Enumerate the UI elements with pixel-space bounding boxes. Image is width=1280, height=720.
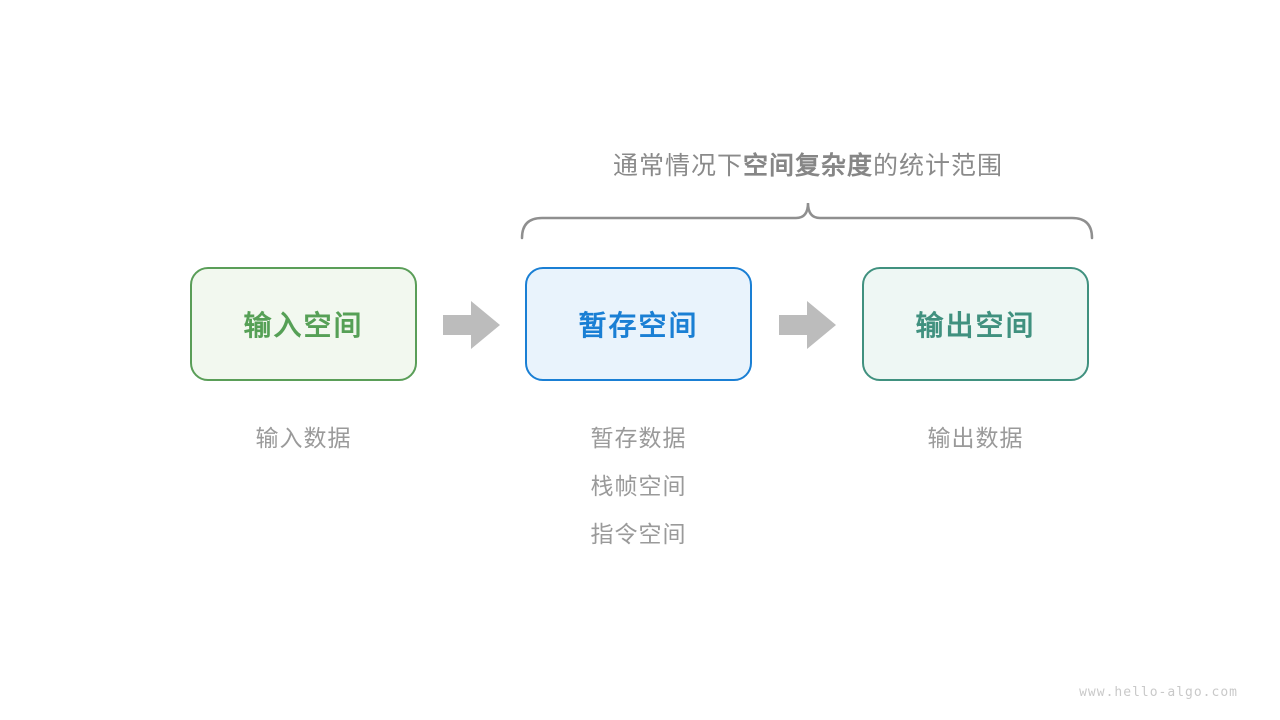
note-line: 输出数据: [927, 426, 1024, 452]
curly-brace-path: [520, 202, 1094, 240]
title-bold-term: 空间复杂度: [742, 151, 873, 180]
box-input-space: 输入空间: [190, 267, 417, 381]
box-input-space-label: 输入空间: [243, 309, 364, 342]
title-suffix: 的统计范围: [873, 151, 1004, 180]
note-line: 指令空间: [590, 522, 687, 548]
box-output-space-label: 输出空间: [915, 309, 1036, 342]
watermark: www.hello-algo.com: [1079, 685, 1238, 700]
title-prefix: 通常情况下: [612, 151, 743, 180]
box-output-space: 输出空间: [862, 267, 1089, 381]
arrow-right-shape: [443, 301, 500, 349]
arrow-right-icon: [779, 301, 836, 349]
note-line: 暂存数据: [590, 426, 687, 452]
diagram-title: 通常情况下空间复杂度的统计范围: [520, 146, 1096, 182]
note-line: 输入数据: [255, 426, 352, 452]
note-output-space: 输出数据: [862, 415, 1089, 463]
note-line: 栈帧空间: [590, 474, 687, 500]
arrow-right-shape: [779, 301, 836, 349]
note-input-space: 输入数据: [190, 415, 417, 463]
note-buffer-space: 暂存数据 栈帧空间 指令空间: [525, 415, 752, 559]
box-buffer-space: 暂存空间: [525, 267, 752, 381]
curly-brace: [520, 202, 1094, 240]
box-buffer-space-label: 暂存空间: [578, 309, 699, 342]
arrow-right-icon: [443, 301, 500, 349]
